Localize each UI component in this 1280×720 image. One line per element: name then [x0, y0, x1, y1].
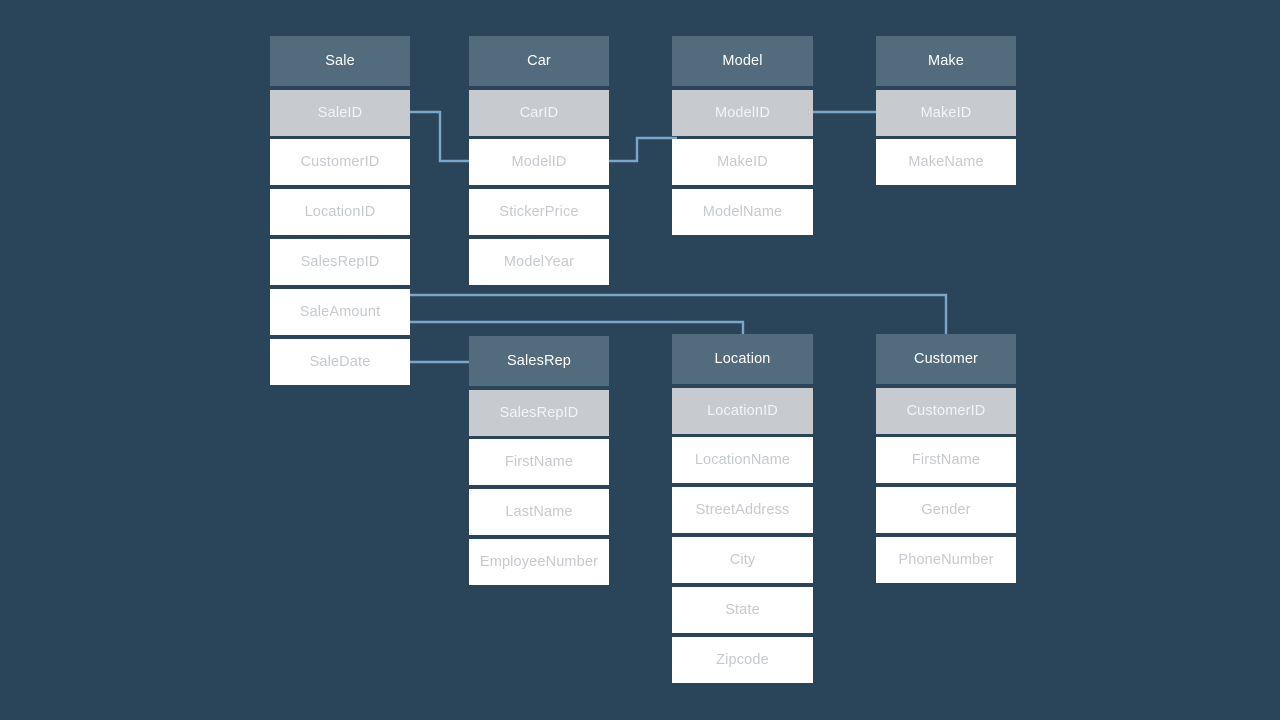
entity-table-sale[interactable]: Sale SaleID CustomerID LocationID SalesR… [270, 36, 410, 385]
field-row-gender[interactable]: Gender [876, 487, 1016, 533]
field-row-car-modelid[interactable]: ModelID [469, 139, 609, 185]
field-row-stickerprice[interactable]: StickerPrice [469, 189, 609, 235]
field-row-city[interactable]: City [672, 537, 813, 583]
field-row-modelname[interactable]: ModelName [672, 189, 813, 235]
field-row-saleid[interactable]: SaleID [270, 90, 410, 136]
field-row-customerid[interactable]: CustomerID [270, 139, 410, 185]
field-row-streetaddress[interactable]: StreetAddress [672, 487, 813, 533]
table-title-car: Car [469, 36, 609, 86]
field-row-location-locationid[interactable]: LocationID [672, 388, 813, 434]
field-row-zipcode[interactable]: Zipcode [672, 637, 813, 683]
field-row-employeenumber[interactable]: EmployeeNumber [469, 539, 609, 585]
entity-table-customer[interactable]: Customer CustomerID FirstName Gender Pho… [876, 334, 1016, 583]
field-row-makeid[interactable]: MakeID [876, 90, 1016, 136]
entity-table-model[interactable]: Model ModelID MakeID ModelName [672, 36, 813, 235]
field-row-modelid[interactable]: ModelID [672, 90, 813, 136]
field-row-salesrepid[interactable]: SalesRepID [469, 390, 609, 436]
field-row-locationid[interactable]: LocationID [270, 189, 410, 235]
field-row-carid[interactable]: CarID [469, 90, 609, 136]
table-title-sale: Sale [270, 36, 410, 86]
field-row-customer-firstname[interactable]: FirstName [876, 437, 1016, 483]
entity-table-location[interactable]: Location LocationID LocationName StreetA… [672, 334, 813, 683]
table-title-location: Location [672, 334, 813, 384]
field-row-lastname[interactable]: LastName [469, 489, 609, 535]
connector-sale-car [405, 110, 474, 163]
connector-car-model [604, 136, 677, 163]
field-row-state[interactable]: State [672, 587, 813, 633]
field-row-makename[interactable]: MakeName [876, 139, 1016, 185]
field-row-modelyear[interactable]: ModelYear [469, 239, 609, 285]
field-row-salesrepid[interactable]: SalesRepID [270, 239, 410, 285]
table-title-make: Make [876, 36, 1016, 86]
field-row-saleamount[interactable]: SaleAmount [270, 289, 410, 335]
field-row-model-makeid[interactable]: MakeID [672, 139, 813, 185]
entity-table-car[interactable]: Car CarID ModelID StickerPrice ModelYear [469, 36, 609, 285]
entity-table-salesrep[interactable]: SalesRep SalesRepID FirstName LastName E… [469, 336, 609, 585]
table-title-customer: Customer [876, 334, 1016, 384]
field-row-locationname[interactable]: LocationName [672, 437, 813, 483]
table-title-salesrep: SalesRep [469, 336, 609, 386]
table-title-model: Model [672, 36, 813, 86]
field-row-phonenumber[interactable]: PhoneNumber [876, 537, 1016, 583]
entity-table-make[interactable]: Make MakeID MakeName [876, 36, 1016, 185]
field-row-saledate[interactable]: SaleDate [270, 339, 410, 385]
field-row-customer-customerid[interactable]: CustomerID [876, 388, 1016, 434]
field-row-salesrep-firstname[interactable]: FirstName [469, 439, 609, 485]
